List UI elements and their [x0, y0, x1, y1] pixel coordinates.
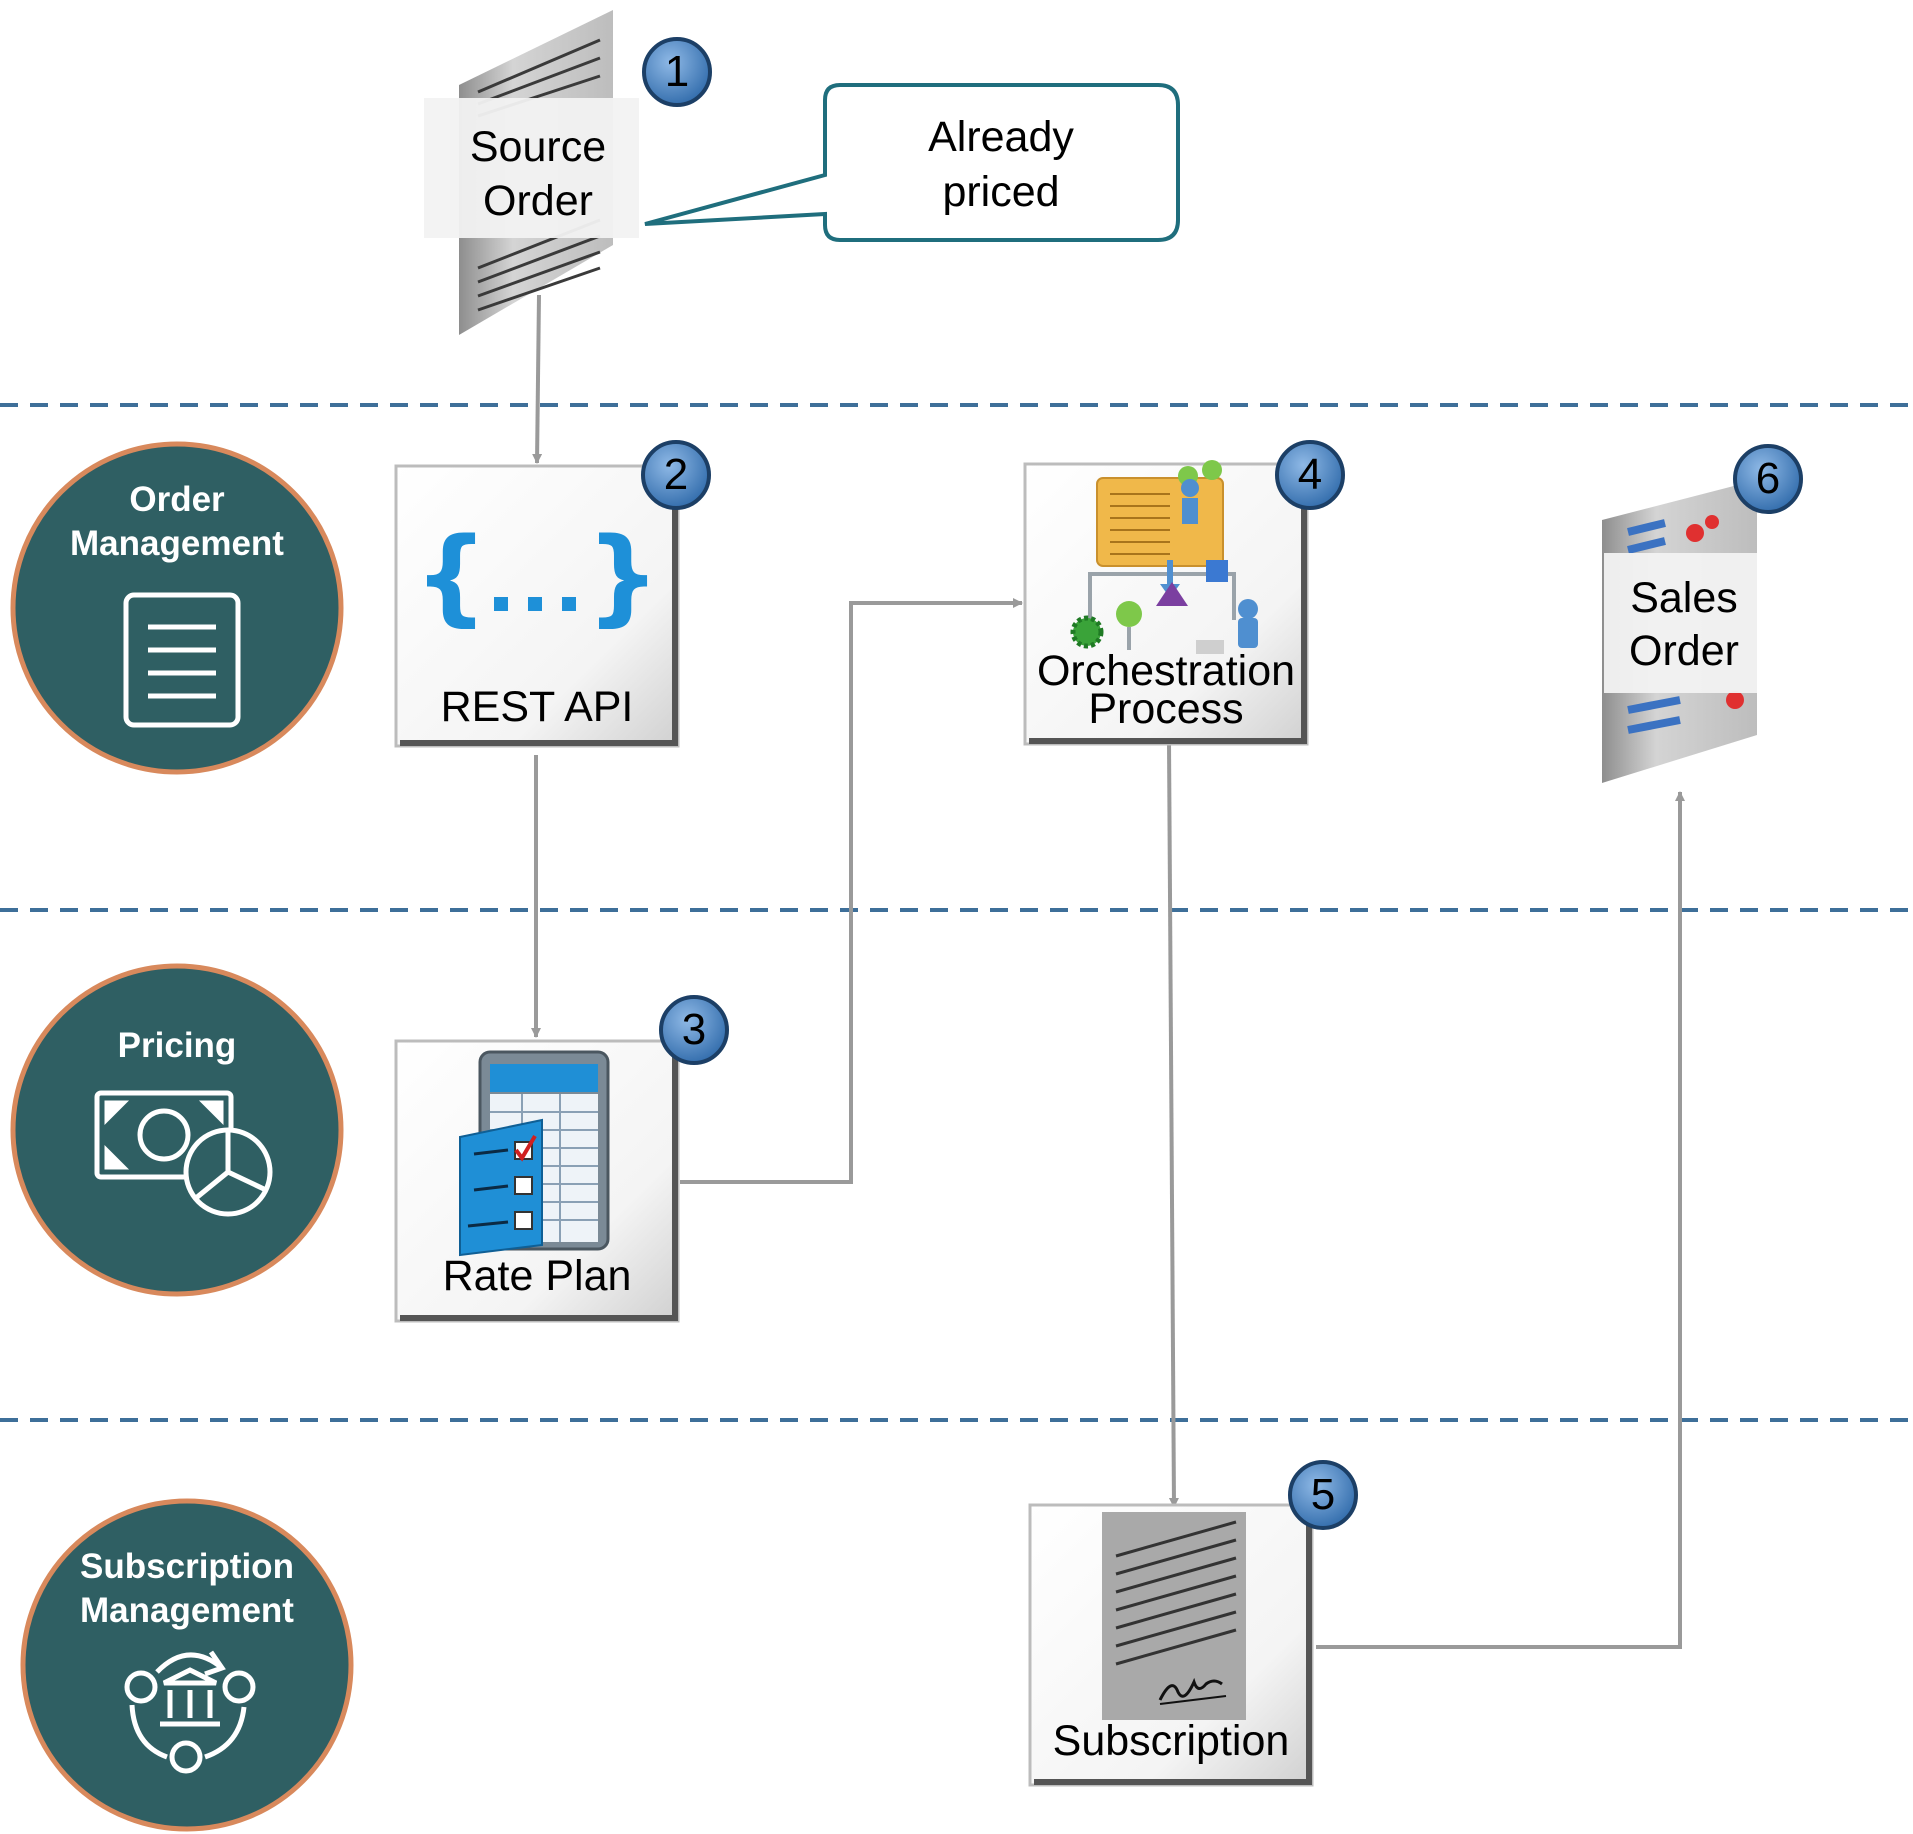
lane-label-pricing: Pricing [117, 1026, 237, 1065]
signed-document-icon [1102, 1512, 1246, 1720]
step-label-subscription: Subscription [1052, 1717, 1290, 1765]
step-orchestration-process[interactable] [1023, 460, 1309, 746]
connectors [531, 294, 1685, 1649]
step-number: 5 [1310, 1470, 1336, 1519]
connector-3-to-4 [680, 598, 1023, 1184]
money-chart-icon [94, 1090, 273, 1217]
step-label-rate-plan: Rate Plan [442, 1252, 632, 1300]
step-badge [642, 37, 712, 107]
step-label-orchestration-process: Orchestration Process [1036, 647, 1296, 733]
step-number: 4 [1297, 450, 1323, 499]
step-badge [659, 995, 729, 1065]
braces-icon: { } [414, 515, 660, 637]
step-sales-order[interactable] [1602, 480, 1757, 783]
svg-text:{: { [414, 515, 488, 637]
step-label-rest-api: REST API [440, 683, 634, 731]
connector-5-to-6 [1316, 791, 1685, 1649]
callout-already-priced [644, 83, 1180, 242]
step-number: 6 [1755, 454, 1781, 503]
lane-pricing [10, 963, 344, 1297]
subscription-cycle-icon [124, 1650, 256, 1774]
step-subscription[interactable] [1028, 1503, 1314, 1787]
lane-label-order-management: Order Management [70, 480, 284, 563]
step-number: 1 [664, 47, 690, 96]
callout-text: Already priced [928, 113, 1074, 216]
step-label-sales-order: Sales Order [1629, 574, 1739, 675]
step-number: 2 [663, 450, 689, 499]
connector-4-to-5 [1167, 741, 1179, 1508]
document-icon [123, 592, 241, 728]
lane-label-subscription-management: Subscription Management [80, 1547, 294, 1630]
step-badge [1288, 1460, 1358, 1530]
step-rest-api[interactable]: { } [394, 464, 680, 748]
process-flow-icon [1070, 460, 1258, 654]
step-badge [1275, 440, 1345, 510]
lane-subscription-management [20, 1498, 354, 1832]
table-checklist-icon [459, 1050, 610, 1257]
step-number: 3 [681, 1005, 707, 1054]
step-rate-plan[interactable] [394, 1039, 680, 1323]
step-badge [641, 440, 711, 510]
step-label-source-order: Source Order [469, 123, 607, 225]
connector-1-to-2 [532, 294, 543, 464]
badges [641, 37, 1803, 1530]
lane-order-management [10, 441, 344, 775]
step-badge [1733, 444, 1803, 514]
step-source-order[interactable] [424, 10, 639, 335]
svg-text:}: } [586, 515, 660, 637]
